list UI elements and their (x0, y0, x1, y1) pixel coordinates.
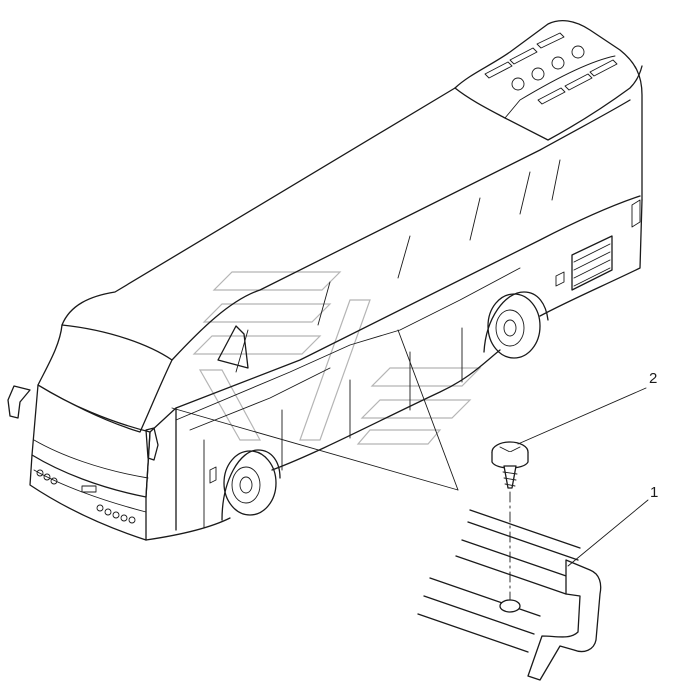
left-mirror (7, 385, 31, 419)
exploded-parts (417, 387, 649, 681)
front-door-window (217, 325, 249, 369)
front-bumper (29, 454, 147, 541)
roof-rear-pod (454, 65, 643, 141)
windscreen (31, 384, 151, 498)
callout-label-2: 2 (649, 370, 657, 387)
coach-bus (7, 19, 643, 541)
watermark-logo (192, 271, 482, 445)
front-roof-cap (37, 324, 173, 433)
rear-wheel (487, 293, 541, 359)
rear-vent-grille (571, 235, 613, 291)
screw-part (491, 441, 529, 489)
rail-bracket-part (417, 509, 602, 681)
leader-1 (567, 499, 649, 567)
right-mirror (145, 427, 159, 461)
roof-vents (484, 32, 618, 105)
detail-leader (171, 329, 459, 491)
callout-label-1: 1 (650, 484, 658, 501)
front-wheel (223, 450, 277, 516)
lower-body-side (145, 407, 177, 531)
leader-2 (517, 387, 647, 445)
side-window-lower (175, 195, 641, 409)
bus-roof (61, 19, 643, 326)
front-badge (81, 485, 97, 493)
rear-wheel-arch (483, 291, 549, 353)
front-wheel-arch (221, 449, 281, 521)
headlights (36, 469, 136, 524)
side-window-upper (171, 99, 631, 361)
